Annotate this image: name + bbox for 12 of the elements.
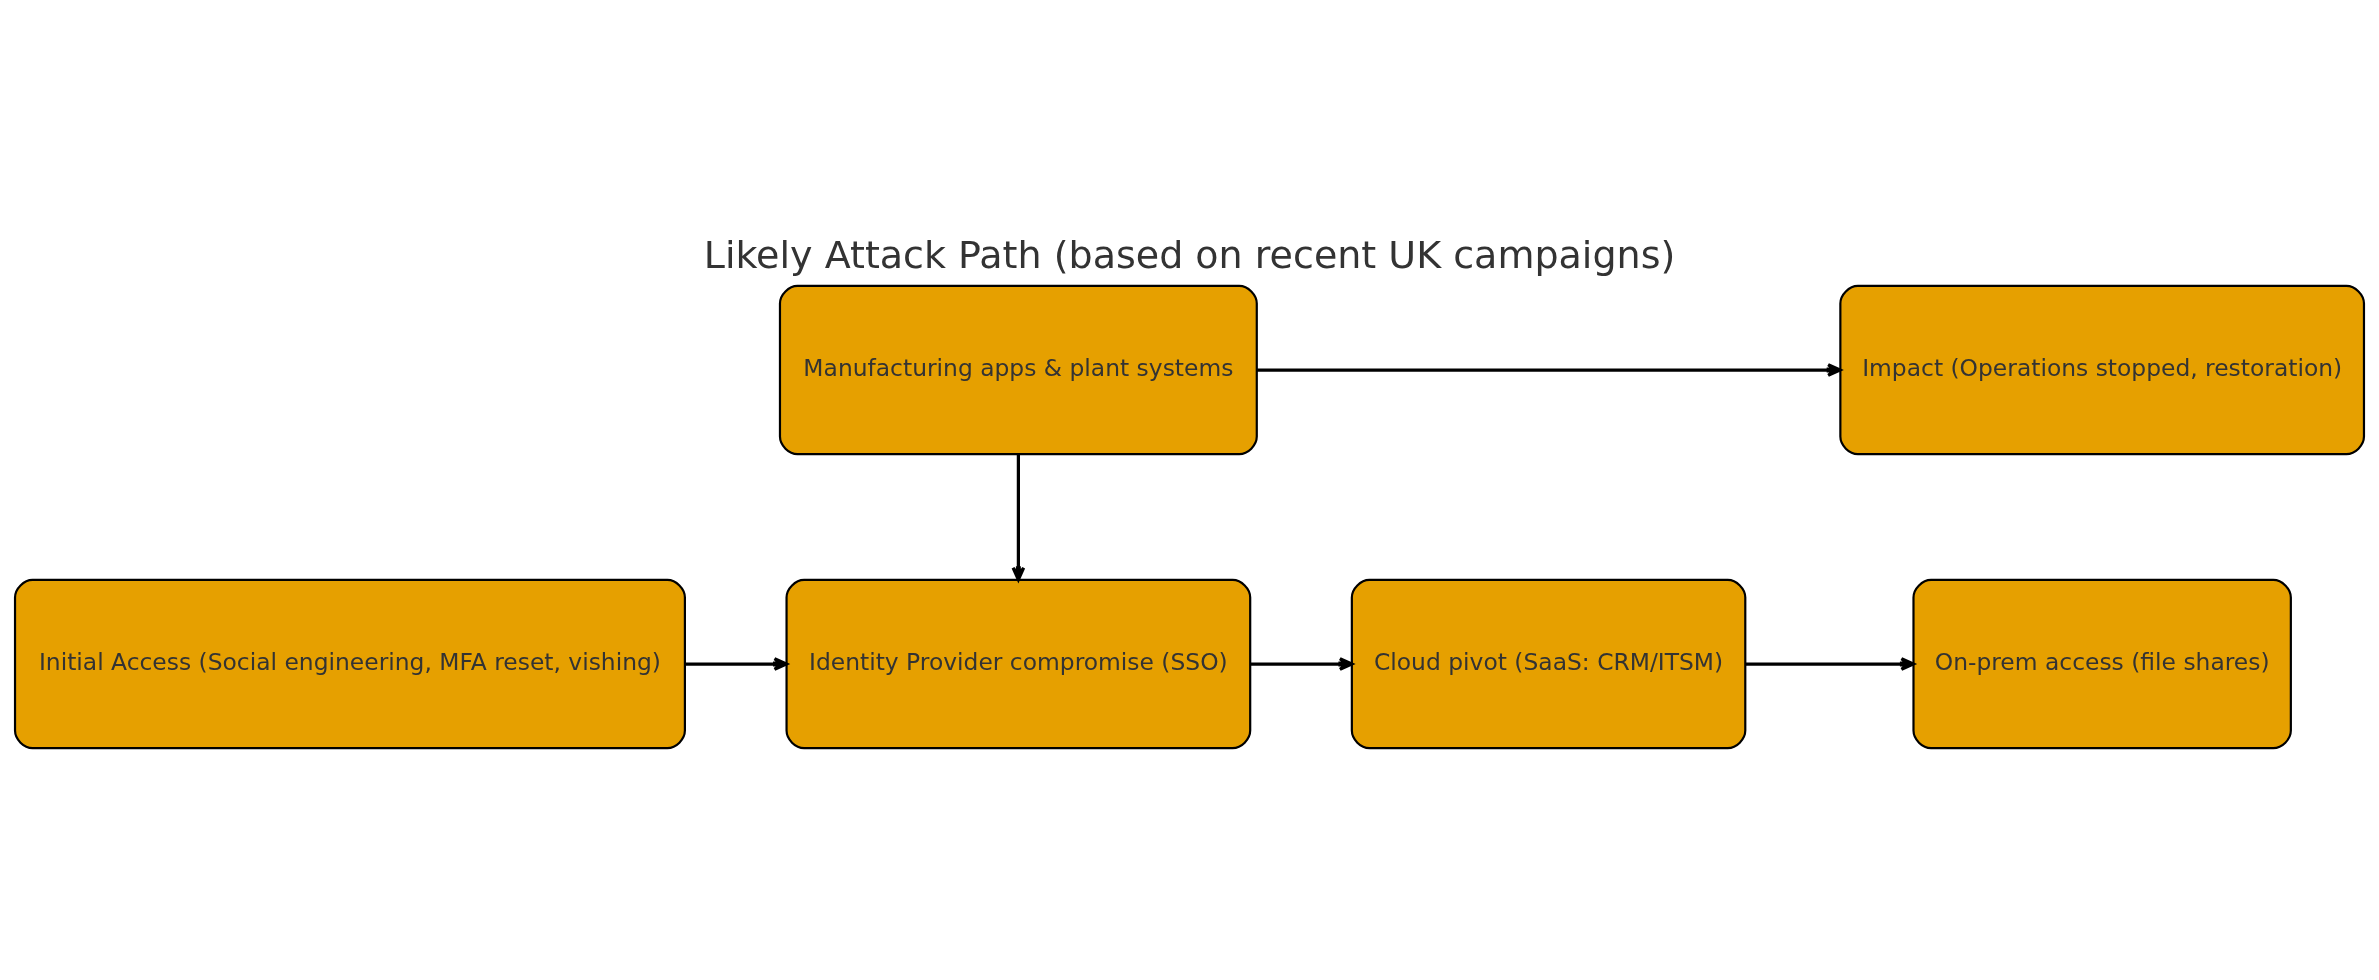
diagram-title: Likely Attack Path (based on recent UK campaigns): [703, 233, 1676, 278]
node-box: Cloud pivot (SaaS: CRM/ITSM): [1350, 578, 1747, 750]
arrow: [1257, 363, 1842, 377]
node-box: Manufacturing apps & plant systems: [778, 284, 1258, 456]
arrow: [1011, 454, 1026, 582]
node-box: Initial Access (Social engineering, MFA reset, vishing): [13, 578, 686, 750]
arrow: [1745, 657, 1915, 671]
node-box: Identity Provider compromise (SSO): [785, 578, 1252, 750]
node-box: Impact (Operations stopped, restoration): [1839, 284, 2366, 456]
node-box: On-prem access (file shares): [1912, 578, 2292, 750]
arrow: [1250, 657, 1354, 671]
arrow: [685, 657, 788, 671]
